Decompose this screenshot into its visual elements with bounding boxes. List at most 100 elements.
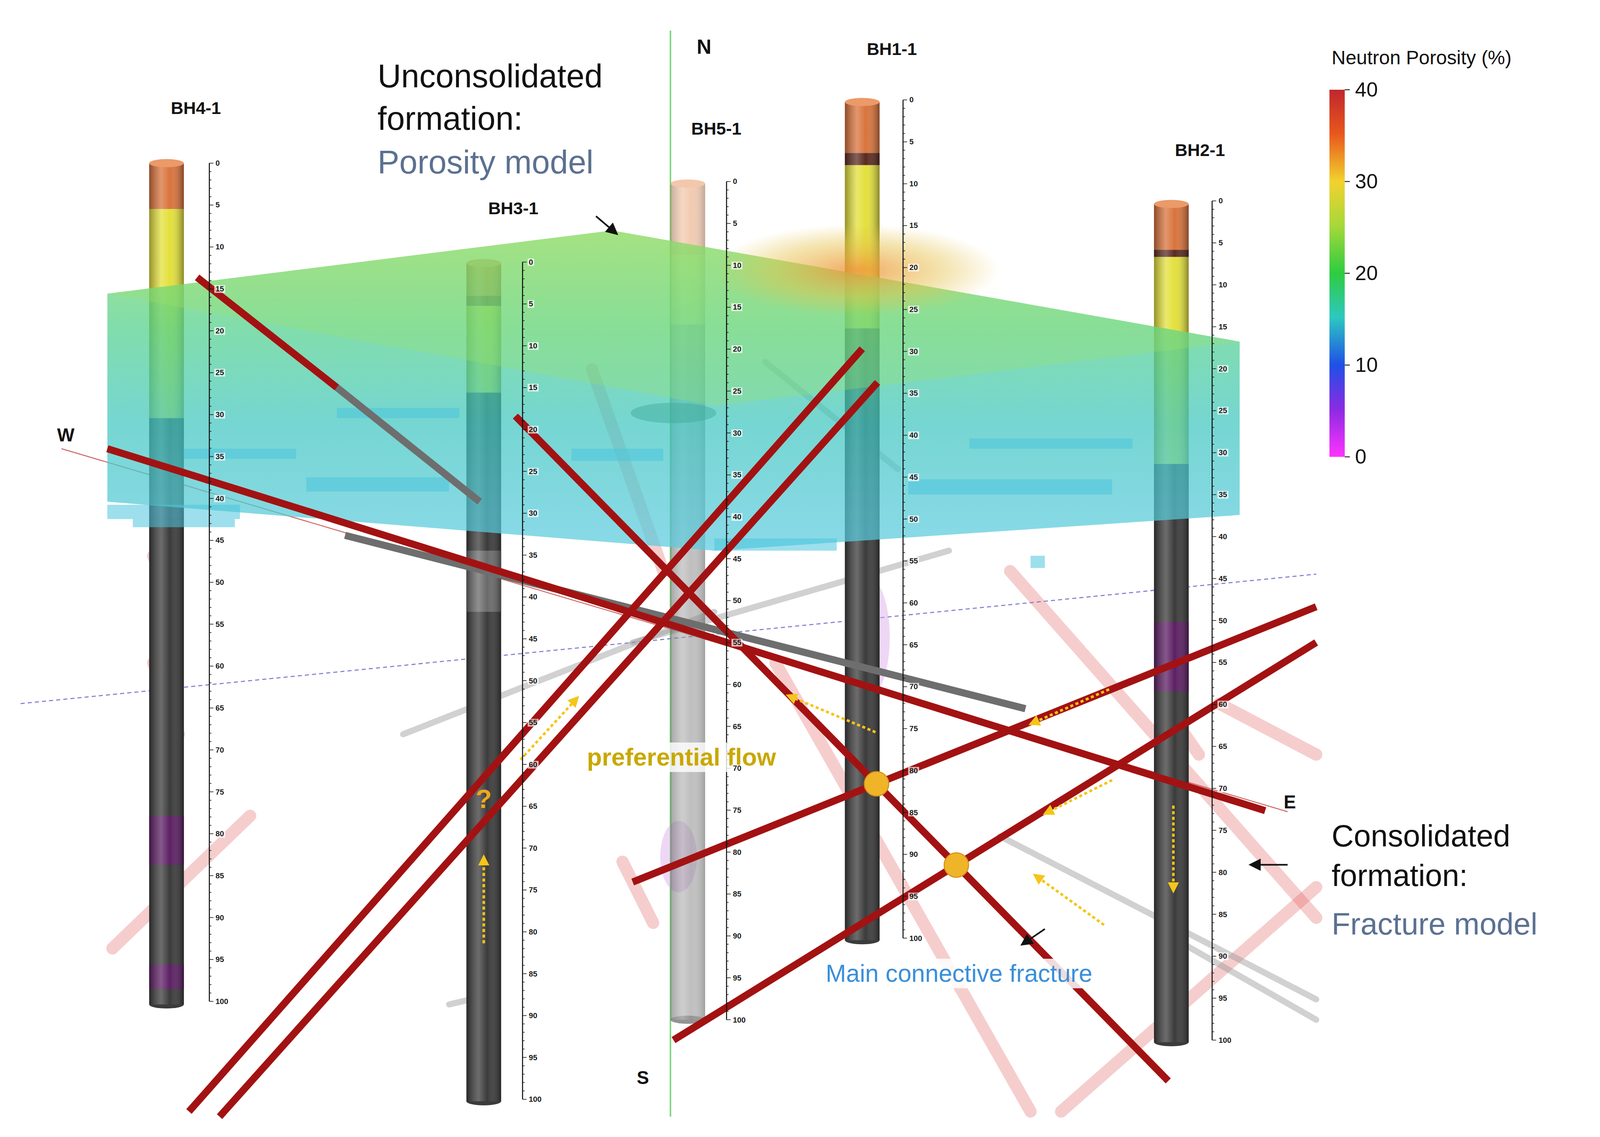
scale-tick — [726, 709, 729, 711]
borehole-label: BH1-1 — [866, 38, 918, 60]
scale-tick — [209, 448, 212, 449]
scale-tick — [209, 188, 212, 189]
region-subtitle: Porosity model — [377, 142, 594, 182]
scale-tick — [1212, 301, 1215, 303]
scale-tick — [522, 923, 525, 925]
scale-tick — [902, 477, 907, 478]
flow-arrow — [1030, 689, 1110, 725]
scale-tick — [522, 990, 525, 992]
scale-tick — [1212, 679, 1215, 681]
scale-tick — [209, 347, 212, 349]
scale-tick — [902, 619, 905, 621]
scale-tick — [209, 280, 212, 282]
borehole-label: BH2-1 — [1175, 139, 1226, 161]
scale-tick — [726, 273, 729, 275]
scale-tick — [1212, 779, 1215, 781]
depth-value: 30 — [908, 347, 920, 356]
borehole-label: BH5-1 — [691, 118, 742, 140]
depth-value: 55 — [527, 719, 539, 728]
depth-value: 90 — [731, 932, 743, 941]
scale-tick — [902, 913, 905, 914]
colour-bar-value: 10 — [1354, 352, 1378, 378]
scale-tick — [522, 621, 525, 623]
scale-tick — [1212, 251, 1215, 252]
scale-tick — [902, 896, 907, 898]
scale-tick — [209, 623, 214, 625]
scale-tick — [522, 873, 525, 875]
scale-tick — [902, 309, 907, 311]
scale-tick — [209, 540, 214, 542]
scale-tick — [1212, 763, 1215, 764]
depth-value: 5 — [908, 138, 916, 146]
scale-tick — [902, 820, 905, 822]
scale-tick — [209, 850, 212, 852]
scale-tick — [902, 410, 905, 411]
scale-tick — [902, 703, 905, 705]
borehole-cap — [670, 179, 706, 188]
scale-tick — [1212, 259, 1215, 261]
scale-tick — [902, 175, 905, 176]
depth-value: 50 — [908, 515, 920, 524]
scale-tick — [522, 387, 527, 389]
scale-tick — [1212, 276, 1215, 277]
scale-tick — [726, 977, 731, 979]
scale-tick — [522, 580, 525, 582]
scale-tick — [522, 697, 525, 699]
scale-tick — [209, 951, 212, 952]
scale-tick — [726, 256, 729, 258]
scale-tick — [726, 206, 729, 208]
scale-tick — [902, 259, 905, 260]
scale-tick — [902, 778, 905, 780]
borehole — [1154, 199, 1189, 1047]
depth-value: 90 — [527, 1012, 539, 1021]
scale-tick — [1212, 368, 1217, 370]
scale-tick — [726, 306, 731, 308]
scale-tick — [726, 181, 731, 182]
scale-tick — [522, 563, 525, 565]
scale-tick — [726, 382, 729, 384]
scale-tick — [522, 328, 525, 330]
scale-tick — [209, 900, 212, 902]
scale-tick — [726, 718, 729, 719]
scale-tick — [522, 731, 525, 732]
scale-tick — [522, 262, 527, 263]
scale-tick — [902, 762, 905, 764]
scale-tick — [726, 399, 729, 401]
scale-tick — [522, 630, 525, 632]
scale-tick — [726, 357, 729, 359]
porosity-cell — [306, 477, 449, 492]
scale-tick — [209, 456, 214, 458]
depth-value: 5 — [731, 219, 739, 228]
scale-tick — [902, 577, 905, 579]
depth-value: 60 — [214, 662, 226, 671]
scale-tick — [902, 107, 905, 109]
scale-tick — [522, 646, 525, 648]
colour-bar-tick — [1344, 272, 1351, 275]
depth-value: 70 — [214, 746, 226, 755]
scale-tick — [1212, 855, 1215, 857]
scale-tick — [902, 250, 905, 252]
scale-tick — [522, 1007, 525, 1009]
scale-tick — [902, 242, 905, 244]
porosity-cell — [571, 448, 664, 461]
scale-tick — [902, 879, 905, 881]
scale-tick — [726, 432, 731, 434]
faint-fracture — [1173, 938, 1317, 1021]
scale-tick — [209, 791, 214, 793]
depth-value: 95 — [731, 974, 743, 983]
scale-tick — [522, 982, 525, 983]
depth-value: 90 — [214, 914, 226, 922]
scale-tick — [902, 585, 905, 587]
scale-tick — [726, 508, 729, 510]
scale-tick — [522, 998, 525, 1000]
scale-tick — [726, 550, 729, 552]
scale-tick — [726, 516, 731, 518]
depth-value: 55 — [214, 620, 226, 629]
depth-value: 30 — [731, 429, 743, 438]
colour-bar-tick — [1344, 456, 1351, 458]
scale-tick — [726, 348, 731, 350]
scale-tick — [522, 529, 525, 531]
depth-value: 10 — [731, 261, 743, 270]
flow-arrow — [520, 697, 578, 761]
scale-tick — [522, 672, 525, 674]
